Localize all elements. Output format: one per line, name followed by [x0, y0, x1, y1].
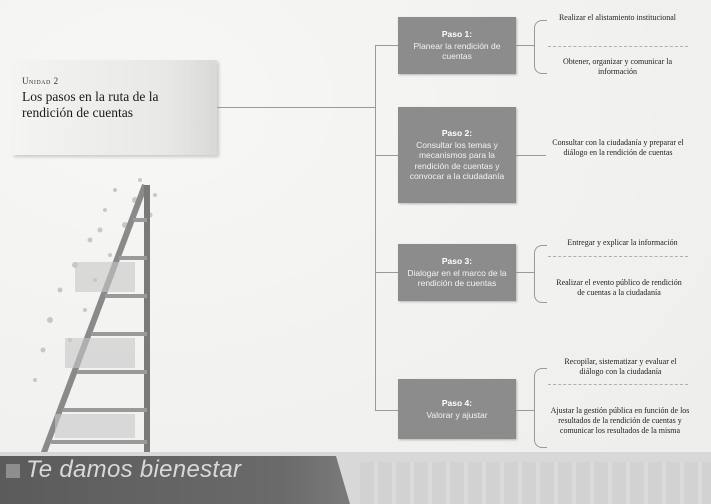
- step-2-connector: [375, 155, 398, 156]
- step-2-out-line: [516, 155, 546, 156]
- card-connector: [217, 107, 375, 108]
- step-3-bracket: [534, 245, 547, 303]
- step-4-bracket: [534, 368, 547, 448]
- step-1-action-2: Obtener, organizar y comunicar la inform…: [562, 57, 673, 76]
- step-1-bracket: [534, 20, 547, 74]
- step-4-connector: [375, 410, 398, 411]
- step-3-action-2: Realizar el evento público de rendición …: [556, 278, 682, 297]
- step-3-out-line: [516, 272, 534, 273]
- ladder-illustration: [33, 178, 157, 460]
- step-4-action-2: Ajustar la gestión pública en función de…: [550, 406, 690, 435]
- step-1-box: Paso 1: Planear la rendición de cuentas: [398, 17, 516, 74]
- step-2-title: Paso 2:: [441, 128, 473, 139]
- steps-trunk-line: [375, 45, 376, 410]
- step-1-connector: [375, 45, 398, 46]
- unit-title: Los pasos en la ruta de la rendición de …: [22, 89, 159, 120]
- footer-pattern: [360, 462, 711, 504]
- step-1-action-1: Realizar el alistamiento institucional: [558, 13, 677, 22]
- step-4-title: Paso 4:: [441, 398, 473, 408]
- step-2-box: Paso 2: Consultar los temas y mecanismos…: [398, 107, 516, 203]
- footer-banner: [0, 456, 350, 504]
- step-3-action-1: Entregar y explicar la información: [567, 238, 678, 247]
- step-1-text: Planear la rendición de cuentas: [413, 40, 501, 62]
- step-3-text: Dialogar en el marco de la rendición de …: [407, 267, 507, 289]
- step-4-action-1: Recopilar, sistematizar y evaluar el diá…: [564, 357, 677, 376]
- footer-banner-text: Te damos bienestar: [26, 456, 242, 483]
- step-2-text: Consultar los temas y mecanismos para la…: [409, 139, 505, 182]
- step-4-text: Valorar y ajustar: [426, 409, 488, 420]
- step-4-out-line: [516, 410, 534, 411]
- step-4-divider: [548, 384, 688, 385]
- step-4-box: Paso 4: Valorar y ajustar: [398, 379, 516, 439]
- step-1-divider: [548, 46, 688, 47]
- step-3-connector: [375, 272, 398, 273]
- step-1-out-line: [516, 45, 534, 46]
- unit-card: [12, 60, 217, 155]
- step-3-box: Paso 3: Dialogar en el marco de la rendi…: [398, 244, 516, 301]
- square-icon: [6, 464, 20, 478]
- step-2-action-1: Consultar con la ciudadanía y preparar e…: [552, 138, 684, 157]
- step-3-divider: [548, 256, 688, 257]
- unit-label: Unidad 2: [22, 76, 59, 86]
- step-1-title: Paso 1:: [441, 29, 473, 40]
- step-3-title: Paso 3:: [441, 256, 473, 267]
